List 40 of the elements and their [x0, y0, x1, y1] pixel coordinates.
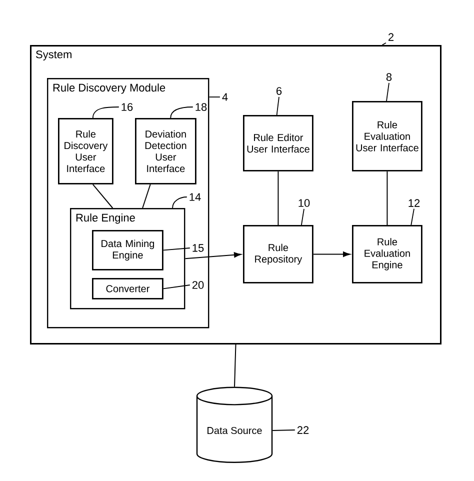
leader-line	[162, 248, 190, 251]
callout-number: 15	[192, 244, 204, 252]
leader-line	[300, 208, 304, 226]
connector-line	[234, 344, 236, 388]
process-box: Rule Editor User Interface	[243, 115, 314, 172]
callout-number: 16	[122, 103, 133, 111]
process-box: Rule Evaluation Engine	[352, 225, 422, 284]
connector-line	[386, 170, 388, 226]
callout-number: 2	[388, 33, 394, 41]
database-cylinder: Data Source	[196, 386, 273, 463]
callout-number: 6	[276, 87, 282, 95]
leader-line	[92, 106, 120, 118]
leader-line	[276, 96, 280, 116]
leader-line	[162, 284, 190, 290]
leader-line	[382, 42, 386, 46]
callout-number: 10	[298, 199, 310, 207]
leader-line	[386, 82, 390, 102]
callout-number: 20	[192, 281, 204, 289]
callout-number: 22	[297, 426, 309, 434]
leader-line	[208, 96, 220, 98]
callout-number: 12	[408, 199, 420, 207]
process-box: Rule Discovery User Interface	[58, 118, 114, 184]
connector-line	[142, 184, 151, 208]
process-box: Converter	[92, 278, 164, 300]
process-box: Rule Evaluation User Interface	[352, 101, 422, 172]
process-box: Deviation Detection User Interface	[135, 118, 196, 184]
callout-number: 8	[386, 73, 392, 81]
connector-line	[278, 170, 279, 226]
process-box: Data Mining Engine	[92, 230, 164, 270]
callout-number: 4	[222, 93, 228, 101]
process-box: Rule Repository	[243, 225, 314, 284]
connector-line	[92, 184, 114, 208]
leader-line	[410, 208, 414, 226]
leader-line	[172, 196, 188, 208]
leader-line	[272, 430, 296, 431]
leader-line	[170, 106, 194, 118]
arrow	[312, 252, 350, 257]
callout-number: 14	[190, 193, 201, 201]
arrow	[184, 252, 242, 260]
callout-number: 18	[196, 103, 207, 111]
